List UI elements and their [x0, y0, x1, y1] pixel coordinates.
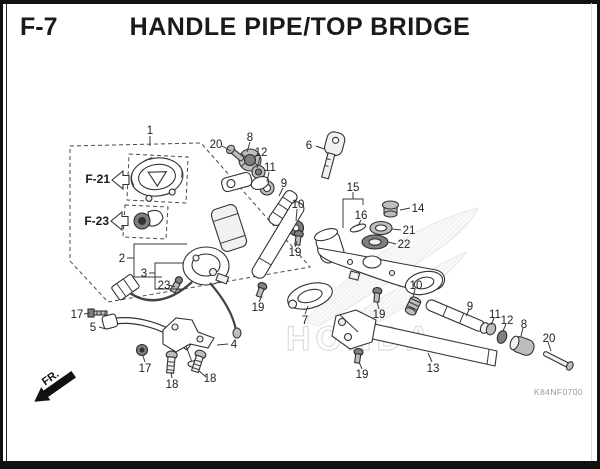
part-label-12b: 12	[501, 315, 514, 327]
ref-f23: F-23	[84, 210, 129, 232]
ring-22-drawing	[361, 234, 389, 250]
handle-pipe-13-drawing	[331, 309, 498, 367]
ring-21-drawing	[369, 220, 393, 236]
handle-holder-7-drawing	[287, 282, 333, 310]
washer-16-drawing	[349, 223, 367, 233]
part-label-17b: 17	[139, 363, 152, 375]
part-label-17a: 17	[71, 309, 84, 321]
part-label-20: 20	[210, 139, 223, 151]
bush-10-right-drawing	[404, 296, 422, 316]
part-label-1: 1	[147, 125, 153, 137]
ref-f21: F-21	[85, 169, 130, 191]
bolt-18-a-drawing	[165, 350, 178, 374]
ring-12-right-drawing	[496, 330, 508, 344]
part-label-18b: 18	[204, 373, 217, 385]
seat-lock-drawing	[133, 209, 164, 230]
part-label-22: 22	[398, 239, 411, 251]
frame-bottom	[0, 461, 600, 469]
frame-left-inner	[6, 3, 7, 461]
part-label-19a: 19	[289, 247, 302, 259]
screw-20-right-drawing	[542, 351, 574, 371]
part-label-9: 9	[281, 178, 287, 190]
key-drawing	[320, 131, 346, 180]
part-label-19c: 19	[373, 309, 386, 321]
frame-right-inner	[591, 3, 592, 461]
cap-8-right-drawing	[509, 335, 535, 356]
bolt-19-a	[293, 229, 304, 246]
frame-left	[0, 0, 3, 469]
f21-arrow-icon	[111, 169, 130, 191]
f23-arrow-icon	[110, 210, 129, 232]
nut-17-lower-drawing	[135, 343, 149, 357]
part-label-19b: 19	[252, 302, 265, 314]
bolt-19-d	[353, 347, 364, 364]
page-title: HANDLE PIPE/TOP BRIDGE	[129, 13, 471, 41]
diagram-code: K84NF0700	[534, 387, 583, 397]
ignition-cap-drawing	[238, 148, 262, 172]
bolt-19-c	[372, 286, 383, 303]
part-label-21: 21	[403, 225, 416, 237]
f21-dashed-box	[126, 153, 189, 204]
part-label-13: 13	[427, 363, 440, 375]
part-label-15: 15	[347, 182, 360, 194]
fr-arrow-icon	[34, 370, 76, 402]
part-label-5: 5	[90, 322, 96, 334]
dashed-group-boxes	[69, 142, 311, 303]
part-label-23: 23	[158, 280, 171, 292]
fuel-cap-drawing	[130, 157, 184, 202]
nut-12-drawing	[251, 164, 266, 180]
part-label-9b: 9	[467, 301, 473, 313]
part-label-10: 10	[292, 199, 305, 211]
part-label-8b: 8	[521, 319, 527, 331]
frame-top	[0, 0, 600, 4]
page-code: F-7	[20, 13, 58, 41]
part-label-6: 6	[306, 140, 312, 152]
part-label-3: 3	[141, 268, 147, 280]
f23-label: F-23	[84, 214, 109, 228]
bolt-19-b	[255, 282, 268, 299]
part-label-20b: 20	[543, 333, 556, 345]
leader-lines	[83, 136, 552, 379]
part-label-19d: 19	[356, 369, 369, 381]
part-label-16: 16	[355, 210, 368, 222]
part-label-10b: 10	[410, 280, 423, 292]
part-label-7: 7	[302, 315, 308, 327]
steering-stem-drawing	[251, 201, 305, 279]
part-labels: 1 20 8 12 11 9 10 6 15 16 14 21 22 2 3 2…	[71, 125, 556, 391]
f23-dashed-box	[122, 204, 169, 240]
part-label-11: 11	[264, 162, 276, 174]
part-label-14: 14	[412, 203, 425, 215]
bolt-17-left-drawing	[87, 308, 108, 318]
bracket-4-drawing	[162, 317, 215, 368]
bolt-18-b-drawing	[190, 349, 207, 374]
part-label-2: 2	[119, 253, 125, 265]
ignition-switch-drawing	[111, 171, 270, 339]
f21-label: F-21	[85, 172, 110, 186]
screw-20-upper-drawing	[225, 144, 245, 162]
frame-right	[597, 0, 600, 469]
front-direction-marker: FR.	[34, 368, 76, 402]
part1-dashed-region	[69, 142, 311, 303]
stem-nut-14-drawing	[381, 200, 400, 218]
part-label-11b: 11	[489, 309, 501, 321]
top-bridge-drawing	[313, 228, 446, 296]
part-label-4: 4	[231, 339, 238, 351]
part-label-12: 12	[255, 147, 268, 159]
ring-11-right-drawing	[485, 322, 497, 336]
wire-connector	[111, 273, 140, 301]
part-label-8: 8	[247, 132, 253, 144]
part-label-18a: 18	[166, 379, 179, 391]
